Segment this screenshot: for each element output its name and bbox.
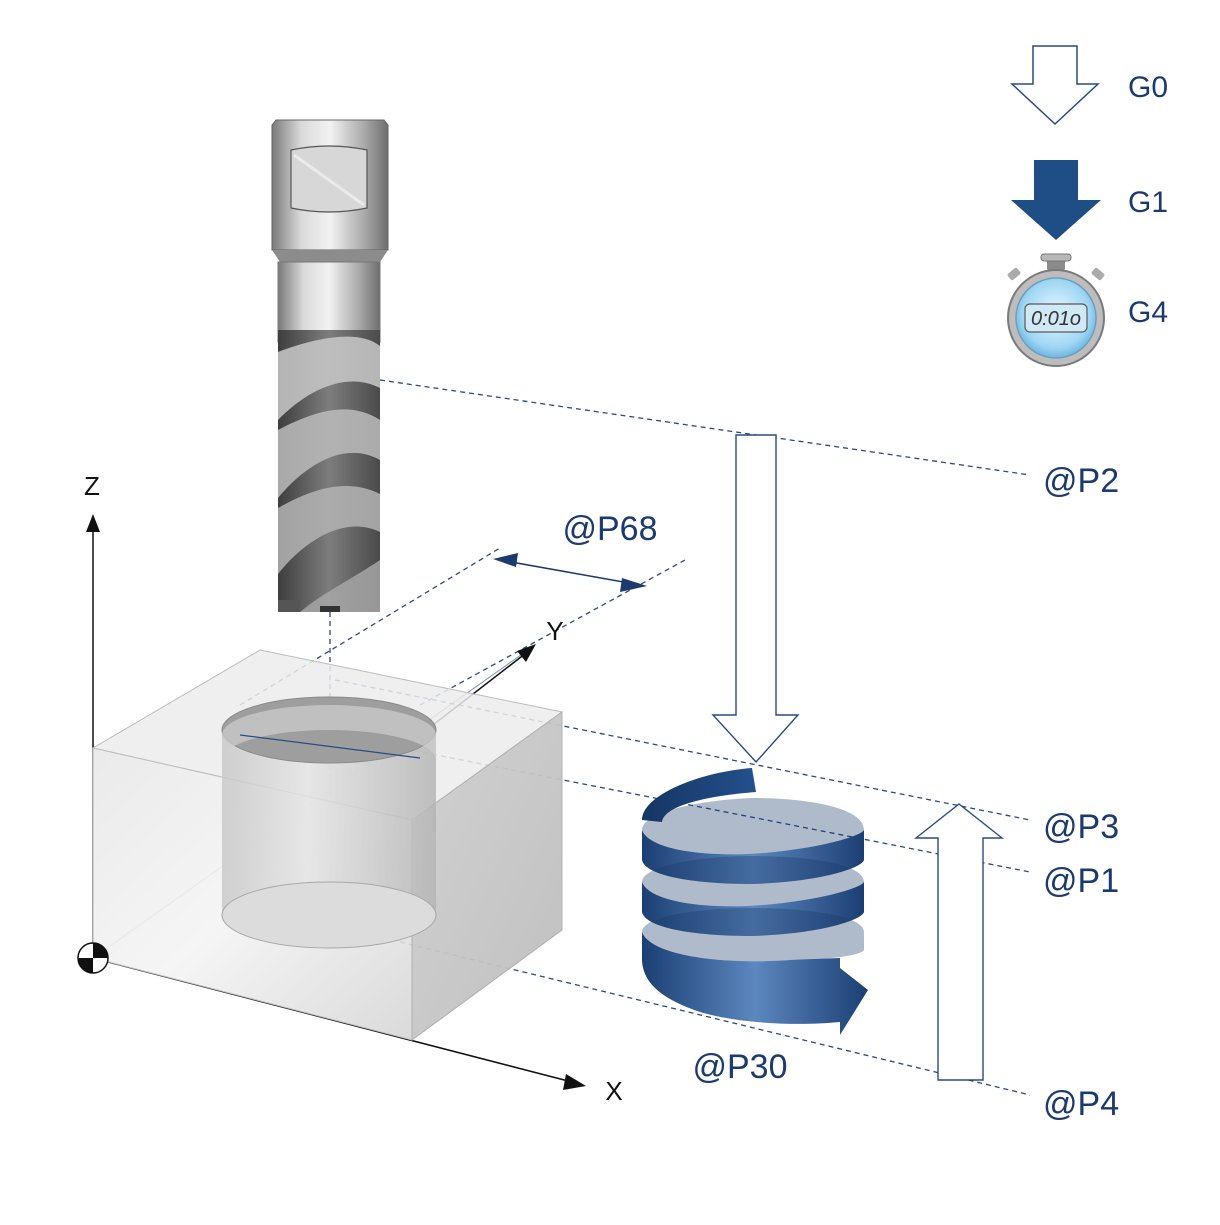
p1-label: @P1 [1043, 862, 1119, 900]
solid-down-arrow-icon [1011, 160, 1101, 240]
workpiece-block [91, 649, 564, 1041]
x-axis-label: X [605, 1076, 622, 1106]
p30-label: @P30 [692, 1048, 787, 1086]
legend-g4-label: G4 [1128, 296, 1168, 329]
p68-dimension: @P68 [493, 510, 658, 592]
z-axis-arrowhead [86, 514, 100, 532]
p2-label: @P2 [1043, 462, 1119, 500]
helix-path [642, 768, 868, 1035]
p68-left-extension [239, 547, 501, 706]
stopwatch-display: 0:01o [1031, 308, 1081, 330]
legend: G0 G1 0:01o G4 [1007, 45, 1168, 367]
z-axis-label: Z [84, 471, 100, 501]
y-axis-label: Y [546, 616, 563, 646]
x-axis-arrowhead [563, 1074, 586, 1090]
p3-label: @P3 [1043, 808, 1119, 846]
p2-level-line [379, 379, 1031, 476]
origin-marker-icon [77, 942, 109, 974]
p68-label: @P68 [562, 510, 657, 548]
p4-label: @P4 [1043, 1085, 1119, 1123]
hollow-down-arrow-icon [1010, 45, 1100, 126]
end-mill-tool [271, 119, 389, 612]
legend-g0-label: G0 [1128, 71, 1168, 104]
approach-arrow [711, 434, 800, 764]
stopwatch-icon: 0:01o [1007, 253, 1105, 367]
retract-arrow [913, 803, 1005, 1081]
legend-g1-label: G1 [1128, 186, 1168, 219]
